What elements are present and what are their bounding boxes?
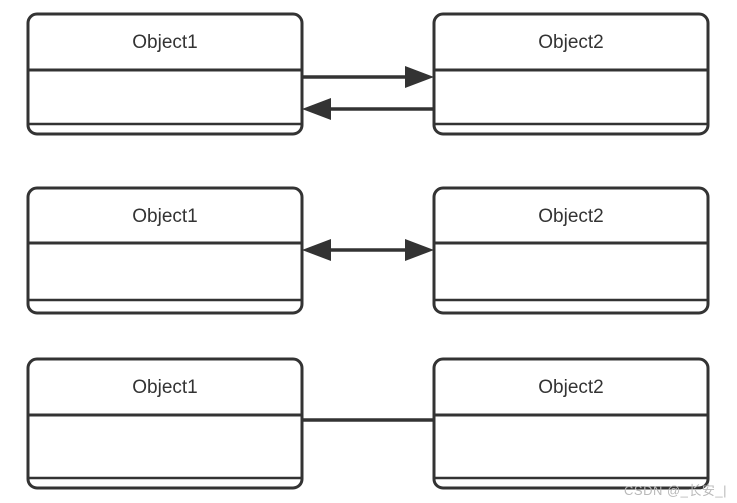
arrow-head-left-icon	[302, 239, 331, 261]
object-box-row3-left[interactable]: Object1	[26, 357, 304, 490]
row-1-group: Object1 Object2	[26, 12, 710, 136]
watermark: CSDN @_长安_|	[624, 483, 727, 498]
object-label: Object1	[132, 206, 197, 227]
object-box-row2-left[interactable]: Object1	[26, 186, 304, 315]
object-box-shape[interactable]	[432, 357, 710, 490]
connector-row2-arrow-both[interactable]	[302, 239, 434, 261]
object-label: Object1	[132, 377, 197, 398]
object-box-shape[interactable]	[432, 186, 710, 315]
object-box-row1-right[interactable]: Object2	[432, 12, 710, 136]
arrow-head-right-icon	[405, 239, 434, 261]
row-2-group: Object1 Object2	[26, 186, 710, 315]
object-box-shape[interactable]	[432, 12, 710, 136]
object-box-row2-right[interactable]: Object2	[432, 186, 710, 315]
object-label: Object2	[538, 377, 603, 398]
connector-row1-arrow-left[interactable]	[302, 98, 434, 120]
object-label: Object2	[538, 32, 603, 53]
object-label: Object2	[538, 206, 603, 227]
object-box-row3-right[interactable]: Object2	[432, 357, 710, 490]
object-box-shape[interactable]	[26, 357, 304, 490]
object-box-row1-left[interactable]: Object1	[26, 12, 304, 136]
arrow-head-left-icon	[302, 98, 331, 120]
connector-row1-arrow-right[interactable]	[302, 66, 434, 88]
object-box-shape[interactable]	[26, 12, 304, 136]
row-3-group: Object1 Object2	[26, 357, 710, 490]
arrow-head-right-icon	[405, 66, 434, 88]
object-label: Object1	[132, 32, 197, 53]
object-box-shape[interactable]	[26, 186, 304, 315]
